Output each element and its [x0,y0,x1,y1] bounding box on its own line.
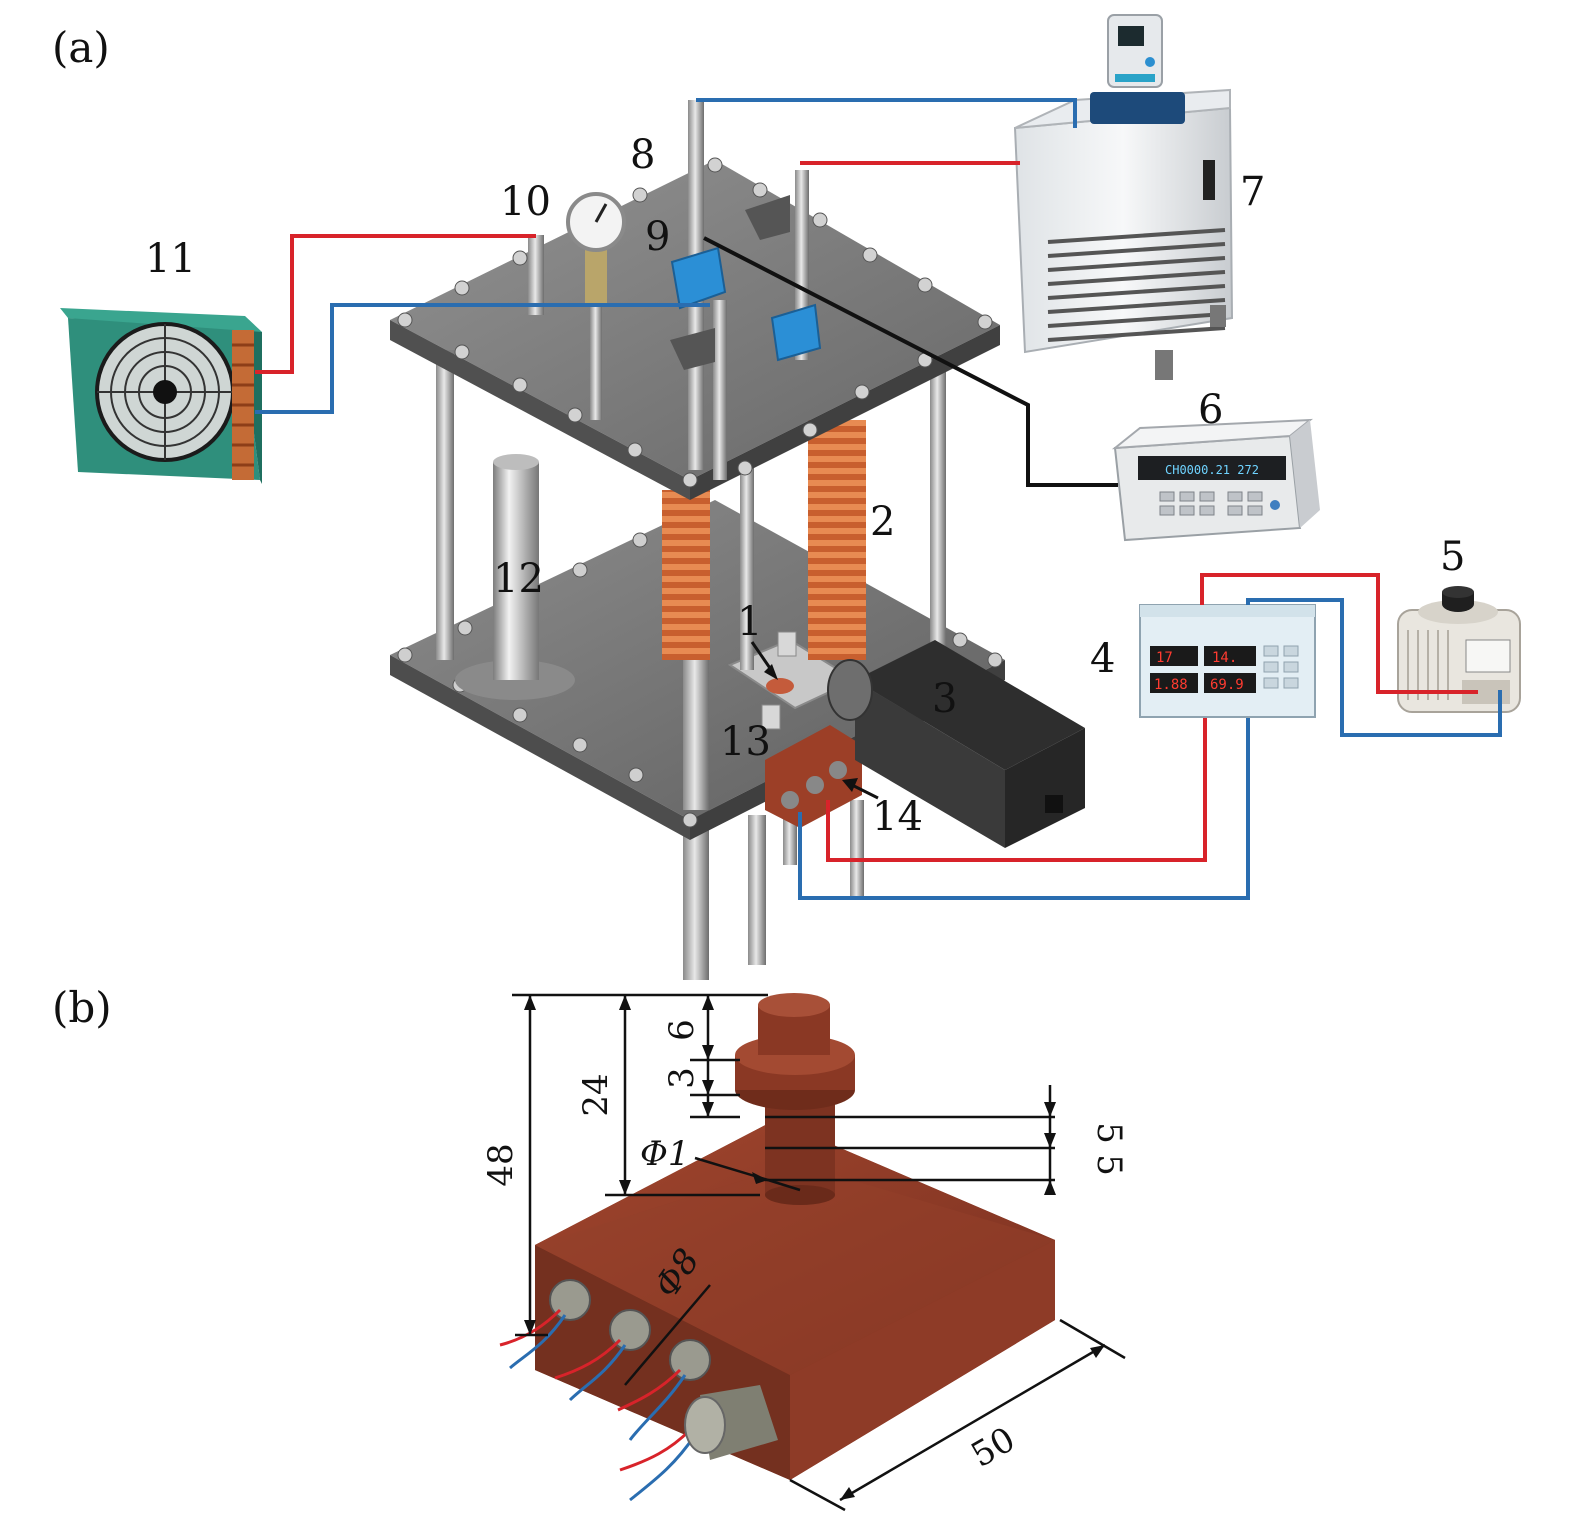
multimeter-display: CH0000.21 272 [1165,463,1259,477]
label-5: 5 [1440,534,1465,580]
label-10: 10 [500,179,551,225]
label-7: 7 [1240,169,1265,215]
condenser-unit [60,308,262,484]
power-reading-4: 69.9 [1210,677,1244,693]
label-11: 11 [145,236,196,282]
cylinder-12 [455,454,575,700]
vent-grille [1047,228,1226,342]
dim-5-lower: 5 [1089,1154,1129,1176]
copper-block-3d [499,993,1055,1502]
regulator-knob-icon [1442,586,1474,612]
power-reading-1: 17 [1156,650,1173,666]
voltage-regulator [1397,586,1521,713]
multimeter-keypad [1159,491,1263,516]
connection-lines [255,98,1502,900]
fan-icon [95,322,235,462]
bracket-2 [670,328,715,370]
power-meter: 17 14. 1.88 69.9 [1139,604,1316,718]
dim-3: 3 [662,1067,702,1089]
arrow-14 [849,782,879,800]
dim-phi1: Φ1 [640,1134,690,1174]
blue-fittings [670,246,822,362]
label-2: 2 [870,499,895,545]
label-14: 14 [872,794,923,840]
dim-48: 48 [481,1143,521,1186]
camera-box [827,640,1085,848]
label-9: 9 [645,214,670,260]
dim-24: 24 [576,1073,616,1116]
dimension-arrows [524,995,1105,1500]
copper-heater-block [765,725,862,828]
heater-plug [684,1385,778,1460]
dim-5-upper: 5 [1089,1122,1129,1144]
label-4: 4 [1090,636,1115,682]
panel-label-a: (a) [52,23,110,72]
multimeter: CH0000.21 272 [1111,418,1320,542]
power-reading-2: 14. [1212,650,1237,666]
label-6: 6 [1198,387,1223,433]
cooling-coils [662,420,866,660]
label-13: 13 [720,719,771,765]
dim-50: 50 [965,1420,1022,1476]
power-reading-3: 1.88 [1154,677,1188,693]
sample-disk [766,678,794,694]
label-1: 1 [737,599,762,645]
panel-label-b: (b) [52,983,112,1032]
dim-6: 6 [662,1019,702,1041]
label-3: 3 [932,676,957,722]
pressure-gauge [566,192,626,303]
label-8: 8 [630,132,655,178]
bracket-1 [745,195,790,240]
condenser-coil-fins [232,330,254,480]
label-12: 12 [493,556,544,602]
power-meter-keypad [1263,645,1299,689]
thermostatic-bath [1013,14,1234,380]
